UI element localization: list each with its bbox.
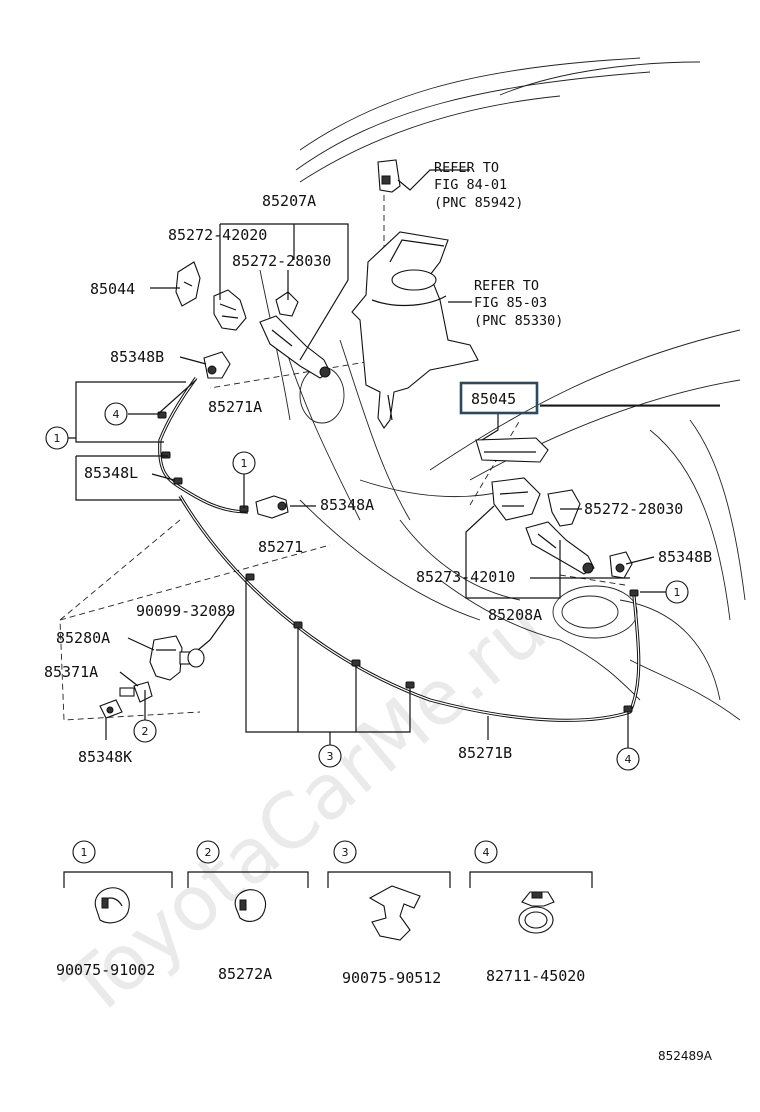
callout-3-hose-text: 3: [327, 750, 334, 763]
left-clip: [275, 291, 299, 317]
label-85271B[interactable]: 85271B: [458, 744, 512, 762]
note-refer-fig-84-01: REFER TO FIG 84-01 (PNC 85942): [434, 160, 523, 211]
label-85271A[interactable]: 85271A: [208, 398, 262, 416]
refer-clip-part: [377, 159, 401, 193]
right-check-valve-85348B: [609, 551, 633, 579]
label-85348A[interactable]: 85348A: [320, 496, 374, 514]
right-clip: [547, 489, 581, 527]
legend-item-4: 4 82711-45020: [469, 840, 593, 985]
part-labels: 85207A 85272-42020 85272-28030 85044 853…: [44, 192, 712, 766]
legend-item-2: 2 85272A: [187, 840, 309, 983]
note-85-line3: (PNC 85330): [474, 313, 563, 329]
car-body-outline: [259, 57, 746, 721]
legend-number-2: 2: [205, 846, 212, 859]
note-84-line1: REFER TO: [434, 160, 499, 176]
callout-3-hose: 3: [318, 744, 342, 768]
label-85273-42010[interactable]: 85273-42010: [416, 568, 515, 586]
label-85272-42020[interactable]: 85272-42020: [168, 226, 267, 244]
clamp-2-icon: [234, 889, 267, 922]
label-85272-28030-right[interactable]: 85272-28030: [584, 500, 683, 518]
callouts: 4 1 1 1 2 3 4: [45, 402, 689, 771]
right-bracket: [491, 477, 541, 521]
label-85348B-right[interactable]: 85348B: [658, 548, 712, 566]
left-nozzle-85207A: [259, 315, 331, 379]
legend-number-3: 3: [342, 846, 349, 859]
legend-item-3: 3 90075-90512: [327, 840, 451, 987]
label-85348L[interactable]: 85348L: [84, 464, 138, 482]
legend-part-2[interactable]: 85272A: [218, 965, 272, 983]
label-85208A[interactable]: 85208A: [488, 606, 542, 624]
label-85207A[interactable]: 85207A: [262, 192, 316, 210]
washer-reservoir: [351, 231, 479, 429]
left-bracket: [213, 289, 247, 331]
check-valve-85348K: [99, 699, 123, 719]
callout-4-right-text: 4: [625, 753, 632, 766]
washer-pump-85280A: [149, 635, 205, 681]
check-valve-85348A: [255, 495, 289, 519]
callout-4-left: 4: [104, 402, 128, 426]
legend-item-1: 1 90075-91002: [56, 840, 173, 979]
note-84-line3: (PNC 85942): [434, 195, 523, 211]
callout-2-pump-text: 2: [142, 725, 149, 738]
legend-part-3[interactable]: 90075-90512: [342, 969, 441, 987]
callout-1-left-text: 1: [54, 432, 61, 445]
callout-1-center: 1: [232, 451, 256, 475]
right-cover-85045: [475, 437, 549, 463]
hose-clamps: [157, 411, 639, 713]
figure-code: 852489A: [658, 1049, 713, 1063]
left-cover-85044: [175, 261, 201, 307]
left-check-valve-85348B: [203, 351, 231, 379]
highlight-box-85045: [459, 381, 539, 415]
legend-number-1: 1: [81, 846, 88, 859]
callout-2-pump: 2: [133, 719, 157, 743]
callout-1-center-text: 1: [241, 457, 248, 470]
clip-3-icon: [368, 885, 421, 941]
label-90099-32089[interactable]: 90099-32089: [136, 602, 235, 620]
callout-1-right-text: 1: [674, 586, 681, 599]
leader-lines: [68, 169, 720, 748]
note-85-line1: REFER TO: [474, 278, 539, 294]
legend-number-4: 4: [483, 846, 490, 859]
callout-1-left: 1: [45, 426, 69, 450]
callout-4-left-text: 4: [113, 408, 120, 421]
note-85-line2: FIG 85-03: [474, 295, 547, 311]
legend-part-4[interactable]: 82711-45020: [486, 967, 585, 985]
clamp-1-icon: [94, 887, 130, 924]
label-85272-28030-top[interactable]: 85272-28030: [232, 252, 331, 270]
label-85045[interactable]: 85045: [471, 390, 516, 408]
joint-85371A: [119, 681, 153, 703]
label-85044[interactable]: 85044: [90, 280, 135, 298]
label-85348K[interactable]: 85348K: [78, 748, 132, 766]
label-85348B-left[interactable]: 85348B: [110, 348, 164, 366]
legend-part-1[interactable]: 90075-91002: [56, 961, 155, 979]
note-84-line2: FIG 84-01: [434, 177, 507, 193]
label-85280A[interactable]: 85280A: [56, 629, 110, 647]
clamp-4-icon: [518, 891, 555, 934]
label-85271[interactable]: 85271: [258, 538, 303, 556]
legend: 1 90075-91002 2 85272A 3: [56, 840, 593, 987]
callout-1-right: 1: [665, 580, 689, 604]
callout-4-right: 4: [616, 747, 640, 771]
label-85371A[interactable]: 85371A: [44, 663, 98, 681]
note-refer-fig-85-03: REFER TO FIG 85-03 (PNC 85330): [474, 278, 563, 329]
